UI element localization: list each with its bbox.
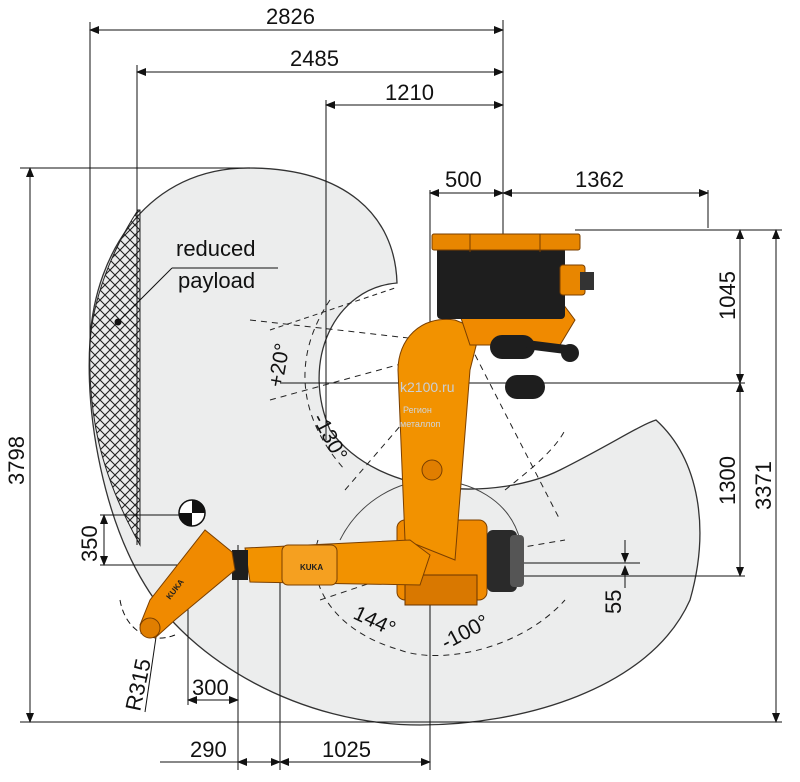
watermark-line2: металлоп	[400, 419, 441, 429]
dim-3798: 3798	[4, 436, 29, 485]
dim-1025: 1025	[322, 737, 371, 762]
dim-55: 55	[601, 590, 626, 614]
robot-counterweight	[490, 335, 535, 359]
watermark-site: k2100.ru	[400, 379, 454, 395]
dim-1210: 1210	[385, 80, 434, 105]
reduced-payload-dot	[114, 318, 122, 326]
dim-r315: R315	[120, 656, 155, 713]
dim-2826: 2826	[266, 4, 315, 29]
base-motor	[487, 530, 517, 592]
target-quadrant-icon	[178, 499, 206, 527]
dimension-lines	[20, 20, 782, 770]
dim-1300: 1300	[715, 456, 740, 505]
dim-3371: 3371	[751, 461, 776, 510]
dim-290: 290	[190, 737, 227, 762]
reduced-payload-line2: payload	[178, 268, 255, 293]
dim-350: 350	[77, 525, 102, 562]
robot-arm: KUKA KUKA	[139, 233, 594, 639]
watermark-line1: Регион	[403, 405, 432, 415]
work-envelope	[88, 167, 701, 726]
reduced-payload-line1: reduced	[176, 236, 256, 261]
reduced-payload-zone	[89, 209, 141, 547]
forearm-brand-label: KUKA	[300, 563, 323, 572]
dim-1362: 1362	[575, 167, 624, 192]
dim-500: 500	[445, 167, 482, 192]
dim-2485: 2485	[290, 46, 339, 71]
envelope-region	[88, 167, 701, 726]
dim-300: 300	[192, 675, 229, 700]
robot-drum	[437, 247, 565, 319]
dim-1045: 1045	[715, 271, 740, 320]
